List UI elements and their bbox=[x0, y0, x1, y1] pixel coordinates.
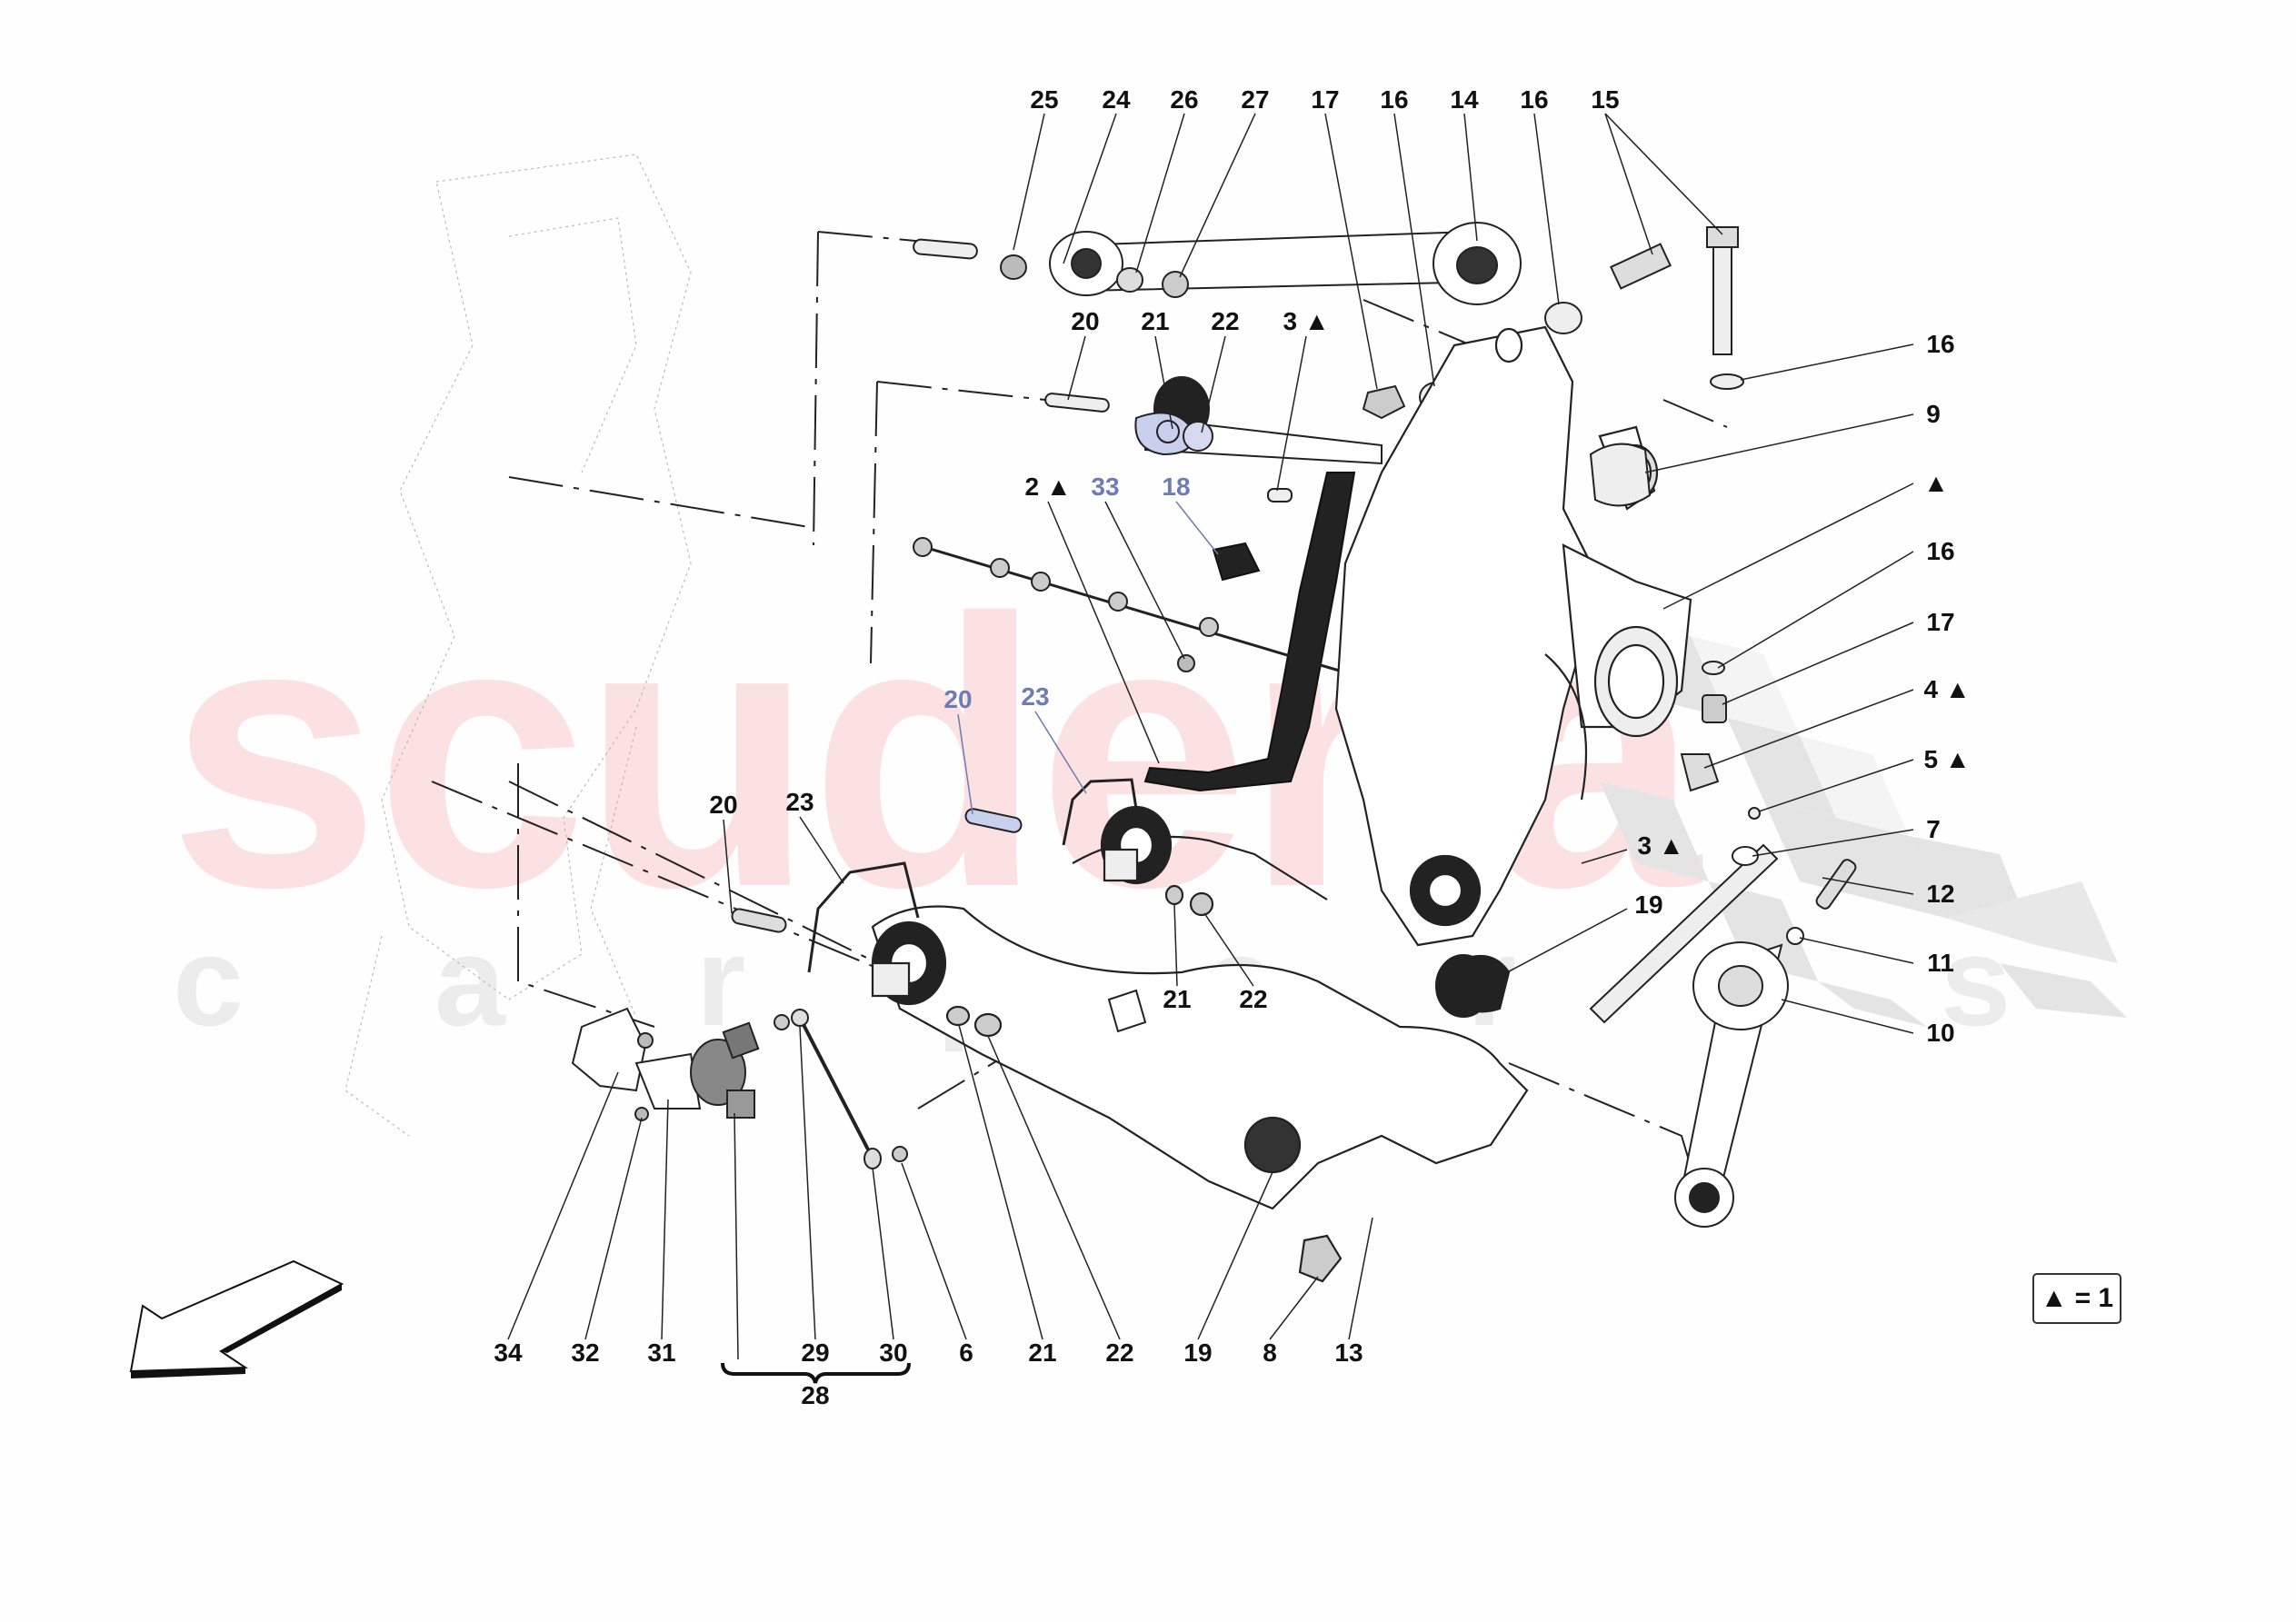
callout-label: ▲ bbox=[1923, 469, 1949, 497]
callout-label: 28 bbox=[801, 1381, 830, 1409]
callout-label: 23 bbox=[1021, 682, 1050, 711]
callout-label: 12 bbox=[1926, 880, 1955, 908]
callout-label: 19 bbox=[1183, 1338, 1213, 1367]
callout-label: 25 bbox=[1030, 85, 1059, 114]
legend-box: ▲ = 1 bbox=[2032, 1273, 2121, 1324]
callout-label: 16 bbox=[1926, 330, 1955, 358]
callout-label: 22 bbox=[1239, 985, 1268, 1013]
callout-label: 22 bbox=[1105, 1338, 1134, 1367]
callout-label: 20 bbox=[943, 685, 973, 713]
callout-label: 7 bbox=[1926, 815, 1941, 843]
callout-label: 21 bbox=[1163, 985, 1192, 1013]
callout-label: 33 bbox=[1091, 473, 1120, 501]
callout-label: 9 bbox=[1926, 400, 1941, 428]
callout-label: 6 bbox=[959, 1338, 973, 1367]
callout-label: 21 bbox=[1141, 307, 1170, 335]
callout-label: 17 bbox=[1926, 608, 1955, 636]
callout-label: 14 bbox=[1450, 85, 1479, 114]
callout-label: 5 ▲ bbox=[1923, 745, 1971, 773]
upper-link-14 bbox=[1049, 222, 1522, 305]
upright-knuckle bbox=[1334, 325, 1692, 947]
callout-label: 20 bbox=[709, 791, 738, 819]
callout-label: 23 bbox=[785, 788, 814, 816]
callout-label: 24 bbox=[1102, 85, 1131, 114]
callout-label: 16 bbox=[1926, 537, 1955, 565]
callout-label: 30 bbox=[879, 1338, 908, 1367]
callout-label: 20 bbox=[1071, 307, 1100, 335]
callout-label: 16 bbox=[1380, 85, 1409, 114]
orientation-arrow-icon bbox=[129, 1259, 344, 1378]
callout-label: 21 bbox=[1028, 1338, 1057, 1367]
callout-label: 18 bbox=[1162, 473, 1191, 501]
callout-label: 29 bbox=[801, 1338, 830, 1367]
callout-label: 34 bbox=[494, 1338, 523, 1367]
callout-label: 4 ▲ bbox=[1923, 675, 1971, 703]
callout-label: 8 bbox=[1263, 1338, 1277, 1367]
callout-label: 16 bbox=[1520, 85, 1549, 114]
callout-label: 3 ▲ bbox=[1637, 831, 1684, 860]
callout-label: 13 bbox=[1334, 1338, 1363, 1367]
callout-label: 2 ▲ bbox=[1024, 473, 1072, 501]
callout-label: 17 bbox=[1311, 85, 1340, 114]
callout-label: 31 bbox=[647, 1338, 676, 1367]
brace-28 bbox=[721, 1362, 911, 1384]
callout-label: 3 ▲ bbox=[1283, 307, 1330, 335]
callout-label: 11 bbox=[1927, 949, 1954, 977]
callout-label: 19 bbox=[1634, 891, 1663, 919]
callout-label: 15 bbox=[1591, 85, 1620, 114]
callout-label: 32 bbox=[571, 1338, 600, 1367]
callout-label: 26 bbox=[1170, 85, 1199, 114]
callout-label: 10 bbox=[1926, 1019, 1955, 1047]
callout-label: 27 bbox=[1241, 85, 1270, 114]
triangle-icon: ▲ bbox=[2040, 1283, 2068, 1313]
legend-text: = 1 bbox=[2074, 1283, 2114, 1313]
checkered-flag-watermark bbox=[1600, 618, 2127, 1027]
callout-label: 22 bbox=[1211, 307, 1240, 335]
